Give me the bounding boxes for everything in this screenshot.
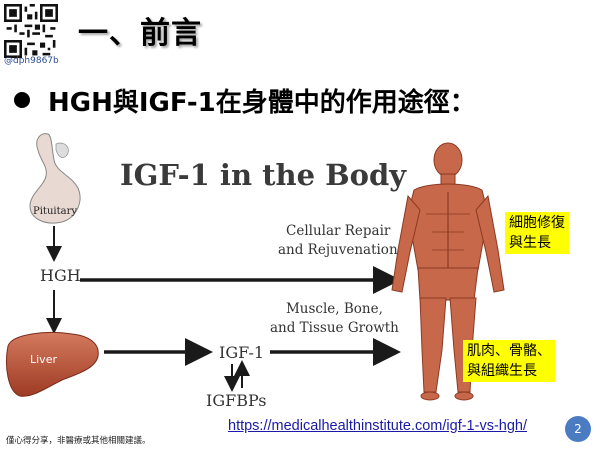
cellular-repair-line2: and Rejuvenation: [278, 242, 398, 258]
page-title: 一、前言: [78, 16, 202, 51]
cell-repair-highlight-line2: 與生長: [509, 235, 551, 251]
muscle-growth-highlight-line1: 肌肉、骨骼、: [467, 343, 551, 359]
disclaimer-text: 僅心得分享，非醫療或其他相關建議。: [6, 436, 151, 446]
igf1-label: IGF-1: [219, 343, 265, 362]
cell-repair-highlight-label: 細胞修復 與生長: [505, 212, 569, 254]
muscle-growth-highlight-line2: 與組織生長: [467, 363, 537, 379]
cell-repair-highlight-line1: 細胞修復: [509, 215, 565, 231]
bullet-icon: [14, 92, 30, 108]
hgh-label: HGH: [40, 266, 81, 285]
muscle-growth-line2: and Tissue Growth: [270, 320, 399, 336]
igfbps-label: IGFBPs: [206, 391, 267, 410]
pituitary-gland-icon: [29, 133, 81, 224]
liver-icon: [6, 332, 99, 397]
muscle-growth-label: Muscle, Bone, and Tissue Growth: [270, 300, 399, 338]
muscle-growth-highlight-label: 肌肉、骨骼、 與組織生長: [463, 340, 555, 382]
muscle-growth-line1: Muscle, Bone,: [285, 301, 383, 317]
diagram-title: IGF-1 in the Body: [120, 158, 407, 192]
liver-label: Liver: [30, 353, 57, 366]
qr-code-icon[interactable]: [4, 4, 58, 58]
cellular-repair-label: Cellular Repair and Rejuvenation: [278, 222, 398, 260]
pituitary-label: Pituitary: [33, 206, 77, 217]
slide-subtitle: HGH與IGF-1在身體中的作用途徑：: [48, 88, 476, 118]
qr-handle-text: @dph9867b: [4, 56, 59, 66]
source-link[interactable]: https://medicalhealthinstitute.com/igf-1…: [228, 418, 527, 434]
page-number-badge: 2: [565, 416, 591, 442]
cellular-repair-line1: Cellular Repair: [286, 223, 391, 239]
